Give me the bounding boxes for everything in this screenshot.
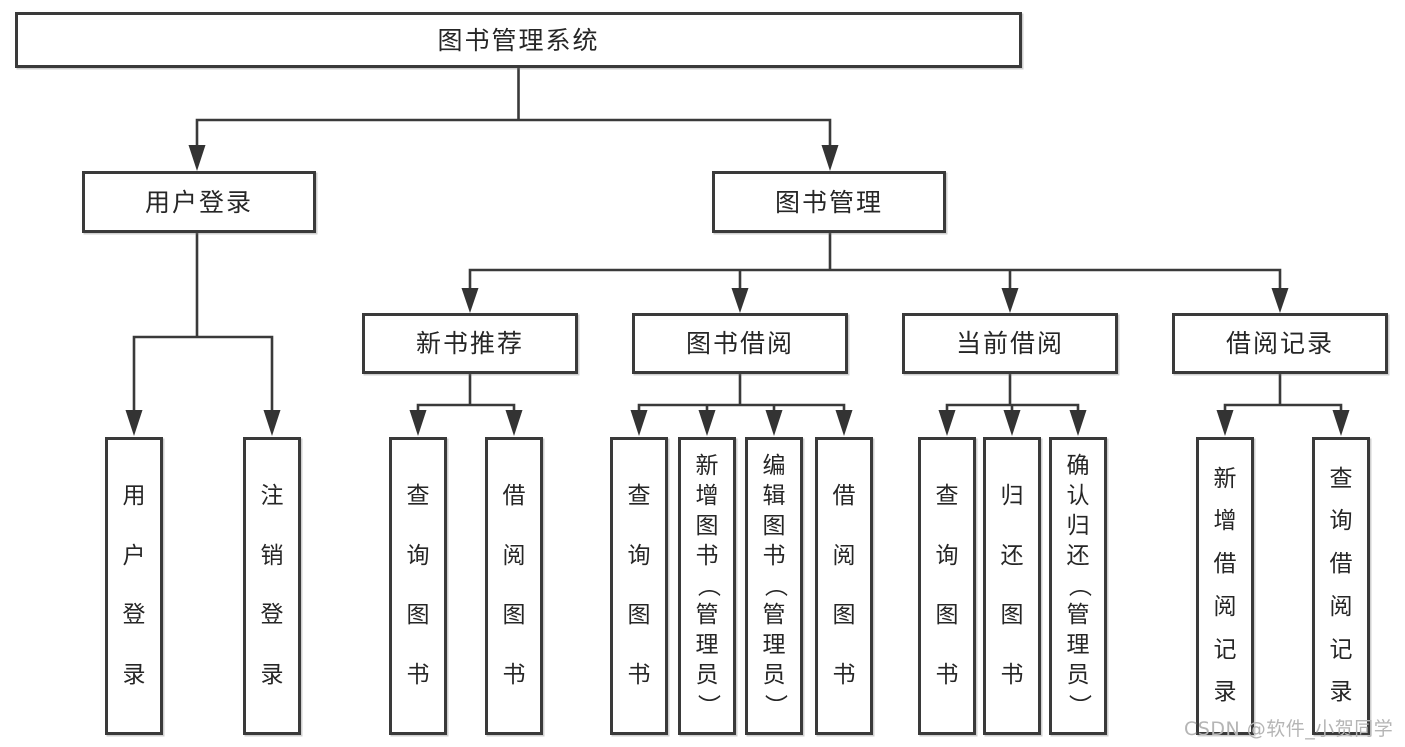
node-new-book-recommend: 新书推荐 bbox=[362, 313, 578, 374]
leaf-label: 借阅图书 bbox=[502, 482, 526, 689]
leaf-records-query-record: 查询借阅记录 bbox=[1312, 437, 1370, 735]
leaf-user-login: 用户登录 bbox=[105, 437, 163, 735]
leaf-records-add-record: 新增借阅记录 bbox=[1196, 437, 1254, 735]
leaf-label: 用户登录 bbox=[122, 482, 146, 689]
leaf-borrow-borrow-books: 借阅图书 bbox=[815, 437, 873, 735]
leaf-label: 新增图书（管理员） bbox=[694, 452, 721, 718]
leaf-label: 查询借阅记录 bbox=[1329, 465, 1353, 706]
node-label: 当前借阅 bbox=[955, 329, 1064, 358]
node-user-login: 用户登录 bbox=[82, 171, 316, 233]
leaf-newbook-query-books: 查询图书 bbox=[389, 437, 447, 735]
leaf-label: 借阅图书 bbox=[832, 482, 856, 689]
leaf-label: 查询图书 bbox=[406, 482, 430, 689]
csdn-watermark: CSDN @软件_小贺同学 bbox=[1184, 718, 1394, 740]
leaf-label: 新增借阅记录 bbox=[1213, 465, 1237, 706]
leaf-borrow-edit-books-admin: 编辑图书（管理员） bbox=[745, 437, 803, 735]
leaf-label: 编辑图书（管理员） bbox=[761, 452, 788, 718]
leaf-label: 查询图书 bbox=[935, 482, 959, 689]
node-book-management: 图书管理 bbox=[712, 171, 946, 233]
connector-new-book-to-leaves bbox=[409, 372, 523, 436]
node-current-borrow: 当前借阅 bbox=[902, 313, 1118, 374]
leaf-borrow-query-books: 查询图书 bbox=[610, 437, 668, 735]
node-label: 新书推荐 bbox=[415, 329, 524, 358]
leaf-label: 归还图书 bbox=[1000, 482, 1024, 689]
node-label: 图书借阅 bbox=[685, 329, 794, 358]
node-book-borrow: 图书借阅 bbox=[632, 313, 848, 374]
node-borrow-records: 借阅记录 bbox=[1172, 313, 1388, 374]
node-label: 借阅记录 bbox=[1225, 329, 1334, 358]
connector-root-to-level2 bbox=[188, 66, 839, 171]
connector-current-borrow-to-leaves bbox=[938, 372, 1087, 436]
connector-book-borrow-to-leaves bbox=[630, 372, 853, 436]
leaf-logout: 注销登录 bbox=[243, 437, 301, 735]
node-label: 用户登录 bbox=[144, 187, 253, 217]
leaf-newbook-borrow-books: 借阅图书 bbox=[485, 437, 543, 735]
leaf-current-confirm-return-admin: 确认归还（管理员） bbox=[1049, 437, 1107, 735]
leaf-label: 注销登录 bbox=[260, 482, 284, 689]
connector-borrow-records-to-leaves bbox=[1216, 372, 1350, 436]
node-label: 图书管理 bbox=[774, 187, 883, 217]
node-library-management-system: 图书管理系统 bbox=[15, 12, 1022, 68]
leaf-label: 查询图书 bbox=[627, 482, 651, 689]
connector-book-management-to-level3 bbox=[461, 231, 1289, 313]
node-label: 图书管理系统 bbox=[437, 25, 600, 55]
leaf-borrow-add-books-admin: 新增图书（管理员） bbox=[678, 437, 736, 735]
leaf-current-return-books: 归还图书 bbox=[983, 437, 1041, 735]
connector-user-login-to-leaves bbox=[125, 231, 281, 436]
leaf-label: 确认归还（管理员） bbox=[1065, 452, 1092, 718]
leaf-current-query-books: 查询图书 bbox=[918, 437, 976, 735]
